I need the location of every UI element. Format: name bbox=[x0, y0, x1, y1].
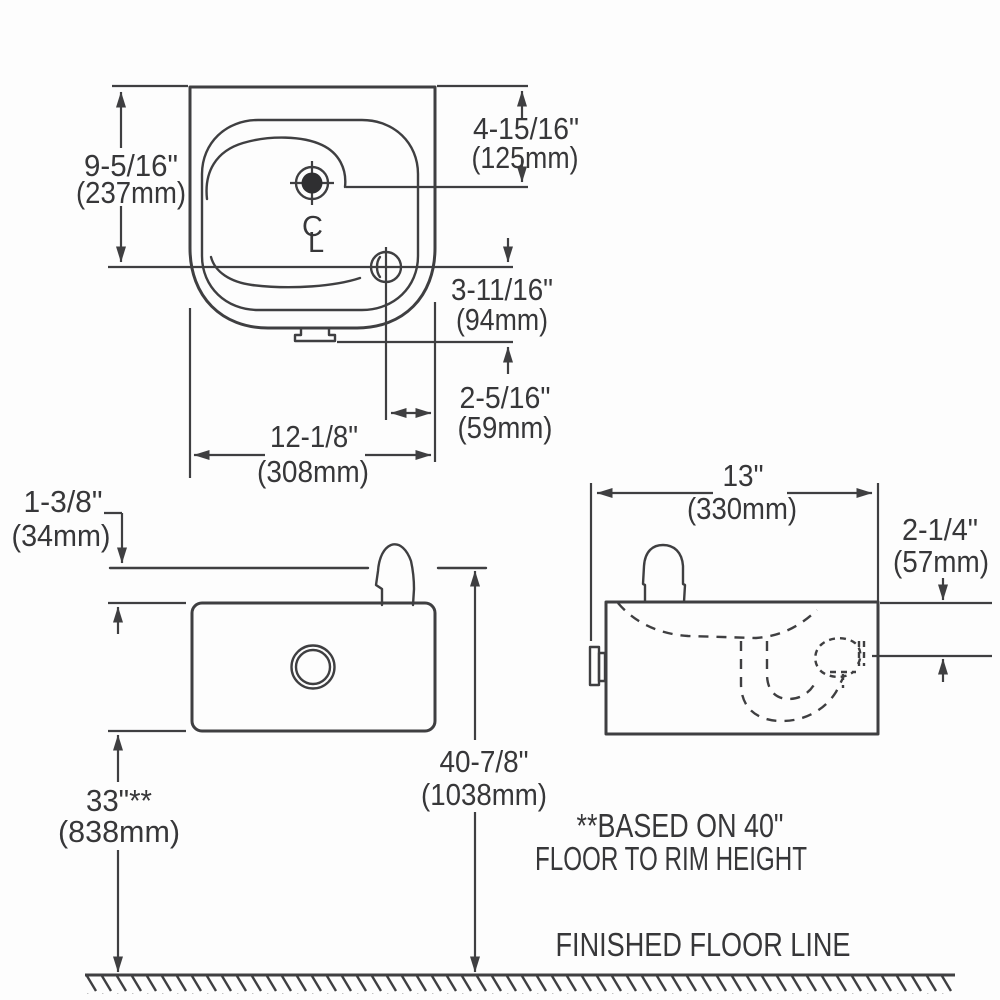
dim-label: 3-11/16" bbox=[451, 272, 553, 307]
dim-label-metric: (308mm) bbox=[257, 454, 369, 489]
top-view: C L 9-5/16" (237mm) 4-15/16" (125mm) bbox=[76, 84, 579, 489]
hidden-trap-inner bbox=[765, 641, 818, 701]
dim-label-metric: (57mm) bbox=[893, 544, 989, 579]
dim-drain-from-side: 2-5/16" (59mm) bbox=[390, 380, 553, 445]
side-view: 13" (330mm) 2-1/4" (57mm) bbox=[588, 458, 992, 736]
note-based-on-line2: FLOOR TO RIM HEIGHT bbox=[535, 840, 807, 877]
push-button-inner bbox=[294, 648, 332, 686]
dim-label-metric: (59mm) bbox=[458, 410, 553, 445]
dim-label-metric: (330mm) bbox=[687, 491, 797, 526]
dim-label: 1-3/8" bbox=[24, 484, 103, 519]
centerline-l-glyph: L bbox=[308, 227, 324, 259]
dim-top-to-outlet: 2-1/4" (57mm) bbox=[893, 512, 989, 682]
mounting-tab bbox=[293, 326, 337, 343]
bubbler-filled-circle bbox=[301, 172, 323, 194]
dim-bubbler-from-back: 4-15/16" (125mm) bbox=[472, 90, 579, 183]
bubbler-front-profile bbox=[374, 543, 416, 607]
hidden-waste-line bbox=[617, 602, 818, 640]
dim-body-depth: 13" (330mm) bbox=[596, 458, 873, 526]
hidden-outlet-body bbox=[814, 637, 862, 679]
hidden-trap-outer bbox=[739, 641, 845, 723]
wall-mounting-plate-inner bbox=[597, 651, 607, 683]
floor-hatching bbox=[85, 976, 953, 994]
dim-label: 2-5/16" bbox=[460, 380, 551, 415]
bubbler-side-profile bbox=[641, 543, 687, 604]
dim-label-metric: (1038mm) bbox=[421, 777, 547, 812]
dim-label-metric: (125mm) bbox=[472, 140, 579, 175]
hidden-plumbing bbox=[617, 602, 866, 723]
push-button-outer bbox=[290, 644, 336, 690]
centerline-c-glyph: C bbox=[302, 211, 323, 243]
basin-outer-outline bbox=[188, 85, 437, 330]
note-based-on-line1: **BASED ON 40" bbox=[577, 807, 784, 844]
dim-basin-depth: 9-5/16" (237mm) bbox=[76, 91, 186, 263]
front-view: 1-3/8" (34mm) 33"** (838mm) 40-7/8" (103… bbox=[12, 484, 547, 973]
bubbler-target-symbol bbox=[290, 161, 334, 205]
dim-rim-above-body: 1-3/8" (34mm) bbox=[12, 484, 127, 634]
dim-label: 12-1/8" bbox=[270, 419, 358, 454]
centerline-symbol: C L bbox=[302, 211, 324, 259]
fountain-body-front bbox=[190, 601, 437, 733]
finished-floor bbox=[85, 973, 955, 994]
dim-label: 13" bbox=[723, 458, 764, 493]
dim-label: 4-15/16" bbox=[473, 111, 579, 146]
dim-basin-width: 12-1/8" (308mm) bbox=[193, 419, 432, 489]
dim-floor-to-bubbler: 40-7/8" (1038mm) bbox=[421, 570, 547, 973]
dim-label-metric: (34mm) bbox=[12, 518, 111, 553]
basin-front-contour bbox=[209, 255, 362, 289]
bubbler-outer-circle bbox=[294, 165, 330, 201]
note-finished-floor-line: FINISHED FLOOR LINE bbox=[556, 926, 851, 963]
dim-label-metric: (237mm) bbox=[76, 175, 186, 210]
dim-label-metric: (838mm) bbox=[58, 814, 180, 849]
dim-label: 33"** bbox=[86, 783, 152, 818]
basin-inner-rim bbox=[200, 118, 420, 312]
notes: **BASED ON 40" FLOOR TO RIM HEIGHT FINIS… bbox=[535, 807, 851, 963]
dim-label: 40-7/8" bbox=[440, 744, 529, 779]
dim-label: 2-1/4" bbox=[902, 512, 978, 547]
basin-bowl-contour bbox=[205, 136, 347, 201]
dim-label-metric: (94mm) bbox=[456, 302, 548, 337]
dim-drain-from-front: 3-11/16" (94mm) bbox=[451, 238, 553, 374]
dim-label: 9-5/16" bbox=[84, 148, 178, 183]
dim-floor-to-body: 33"** (838mm) bbox=[58, 734, 180, 973]
